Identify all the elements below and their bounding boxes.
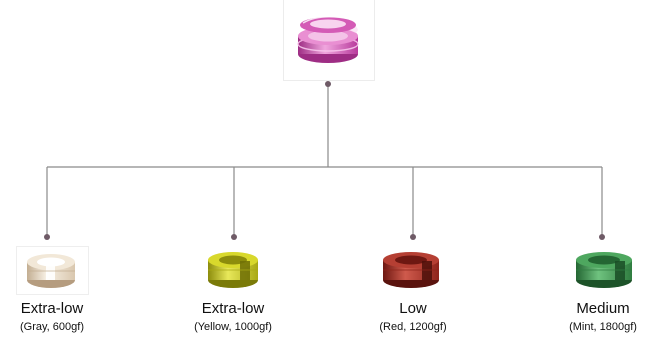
- root-dot: [325, 81, 331, 87]
- red-clip-image: [383, 252, 439, 288]
- gray-dot: [44, 234, 50, 240]
- yellow-option-detail: (Yellow, 1000gf): [194, 321, 272, 333]
- mint-dot: [599, 234, 605, 240]
- mint-clip-image: [576, 252, 632, 288]
- yellow-dot: [231, 234, 237, 240]
- yellow-option-label: Extra-low: [201, 300, 265, 317]
- pink-clip-image: [297, 16, 359, 63]
- red-dot: [410, 234, 416, 240]
- mint-option-detail: (Mint, 1800gf): [569, 321, 637, 333]
- yellow-clip-image: [208, 252, 258, 288]
- red-option-label: Low: [399, 300, 427, 317]
- mint-option-label: Medium: [576, 300, 630, 317]
- red-option-detail: (Red, 1200gf): [379, 321, 447, 333]
- gray-option-label: Extra-low: [20, 300, 84, 317]
- connector-dots: [44, 81, 605, 240]
- connector-lines: [46, 84, 603, 237]
- gray-clip-image: [27, 254, 75, 288]
- gray-option-detail: (Gray, 600gf): [20, 321, 84, 333]
